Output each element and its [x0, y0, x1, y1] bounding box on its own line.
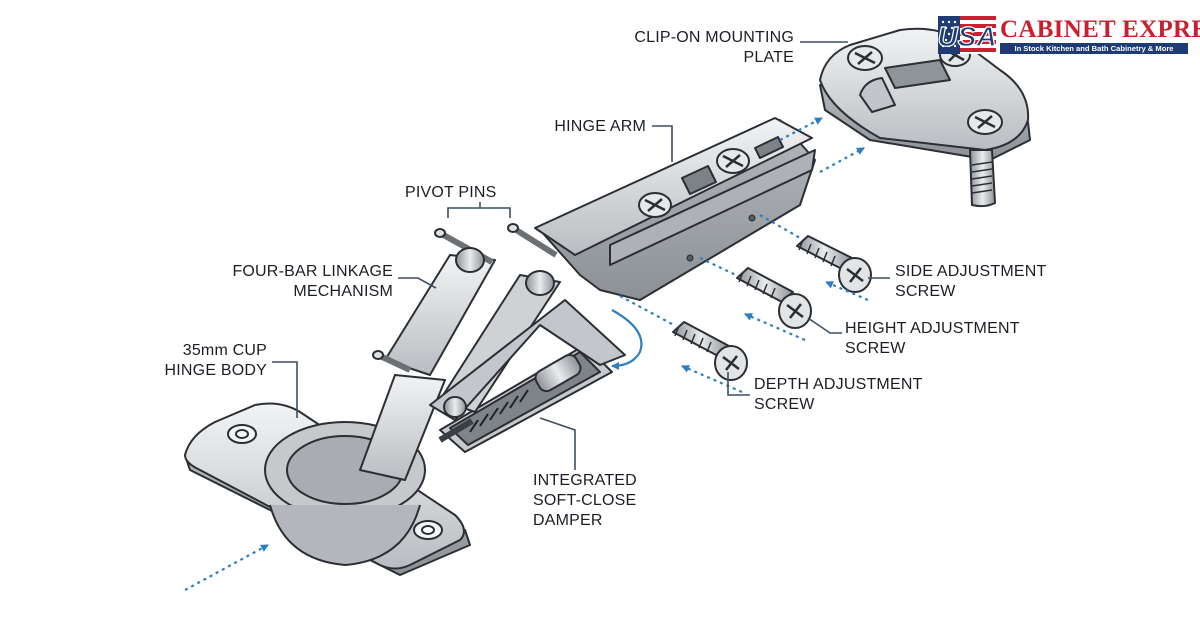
arrow-arm-to-plate-2	[819, 147, 865, 173]
label-depth-screw: DEPTH ADJUSTMENT SCREW	[754, 375, 923, 415]
label-line: DEPTH ADJUSTMENT	[754, 376, 923, 393]
brand-name: CABINET EXPRESS	[1000, 16, 1200, 43]
arrow-side-path	[759, 214, 801, 239]
leader-damper	[539, 417, 576, 470]
pivot-pin-3	[372, 350, 412, 373]
damper-spring	[469, 389, 529, 433]
depth-adjustment-screw	[672, 321, 748, 381]
label-line: DAMPER	[533, 512, 603, 529]
label-line: SCREW	[895, 283, 956, 300]
label-line: PIVOT PINS	[405, 184, 497, 201]
label-line: HEIGHT ADJUSTMENT	[845, 320, 1020, 337]
cup-hinge-body	[184, 402, 471, 576]
side-adjustment-screw	[796, 235, 872, 293]
label-pivot-pins: PIVOT PINS	[405, 183, 497, 203]
leader-hinge-arm	[652, 125, 673, 162]
arm-slot	[681, 165, 717, 195]
label-hinge-arm: HINGE ARM	[530, 117, 646, 137]
label-line: SCREW	[754, 396, 815, 413]
link-lower	[359, 374, 446, 481]
arm-slot-2	[754, 136, 784, 159]
link-outer	[384, 254, 496, 376]
label-cup: 35mm CUP HINGE BODY	[150, 341, 267, 381]
arrow-close-rotation	[611, 309, 643, 370]
height-adjustment-screw	[736, 267, 812, 329]
label-line: SOFT-CLOSE	[533, 492, 637, 509]
link-diagonal	[429, 299, 626, 421]
leader-cup	[272, 361, 298, 418]
clip-on-mounting-plate	[819, 27, 1031, 208]
leader-height-screw	[807, 317, 842, 334]
label-line: SIDE ADJUSTMENT	[895, 263, 1047, 280]
brand-logo: USA CABINET EXPRESS In Stock Kitchen and…	[938, 16, 1200, 54]
arrow-side-screw	[825, 280, 869, 302]
label-line: MECHANISM	[293, 283, 393, 300]
brand-tagline: In Stock Kitchen and Bath Cabinetry & Mo…	[1000, 43, 1188, 54]
label-line: PLATE	[743, 49, 794, 66]
label-line: SCREW	[845, 340, 906, 357]
hinge-arm	[534, 117, 816, 301]
leader-linkage	[398, 277, 437, 289]
label-mounting-plate: CLIP-ON MOUNTING PLATE	[600, 28, 794, 68]
label-height-screw: HEIGHT ADJUSTMENT SCREW	[845, 319, 1020, 359]
label-linkage: FOUR-BAR LINKAGE MECHANISM	[210, 262, 393, 302]
arrow-arm-to-plate-1	[779, 117, 823, 141]
label-damper: INTEGRATED SOFT-CLOSE DAMPER	[533, 471, 637, 531]
plate-screw-1	[847, 45, 883, 71]
arrow-depth-path	[619, 295, 673, 325]
label-line: FOUR-BAR LINKAGE	[232, 263, 393, 280]
leader-pivot-pins	[447, 207, 511, 218]
label-line: CLIP-ON MOUNTING	[634, 29, 794, 46]
arm-screw-head-2	[716, 148, 750, 174]
label-line: 35mm CUP	[182, 342, 267, 359]
soft-close-damper	[438, 344, 613, 453]
flag-text: USA	[938, 21, 996, 52]
pivot-pin-2	[507, 223, 558, 258]
label-side-screw: SIDE ADJUSTMENT SCREW	[895, 262, 1046, 302]
plate-screw-3	[967, 109, 1003, 135]
arrow-cup-insert	[184, 544, 269, 591]
arrow-height-path	[699, 257, 739, 277]
leader-depth-screw	[727, 372, 750, 396]
label-line: HINGE ARM	[554, 118, 646, 135]
arm-screw-head-1	[638, 192, 672, 218]
usa-flag-icon: USA	[938, 16, 996, 54]
label-line: HINGE BODY	[164, 362, 267, 379]
motion-arrows	[184, 117, 869, 591]
label-line: INTEGRATED	[533, 472, 637, 489]
plate-clip	[859, 77, 896, 113]
four-bar-linkage	[359, 223, 626, 481]
leader-lines	[272, 41, 890, 470]
